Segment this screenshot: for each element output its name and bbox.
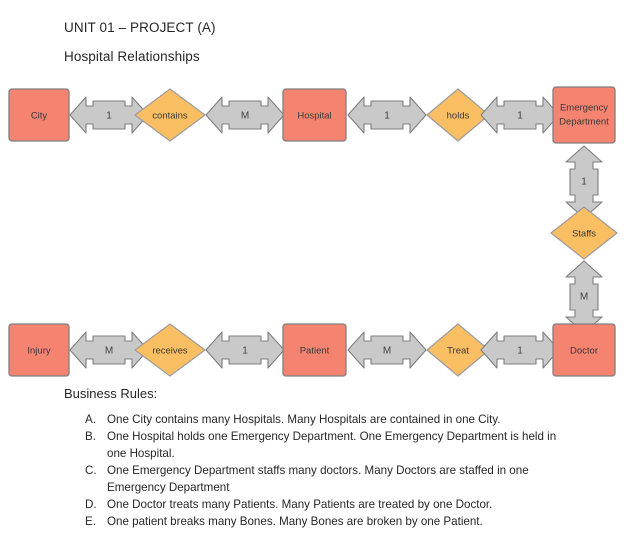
business-rule-text: One Emergency Department staffs many doc…: [107, 464, 529, 494]
entity-patient-label: Patient: [300, 346, 330, 357]
cardinality-receives-patient: 1: [242, 346, 248, 357]
business-rule-item: E. One patient breaks many Bones. Many B…: [85, 514, 565, 530]
entity-emergency-department[interactable]: Emergency Department: [552, 86, 616, 144]
connector-patient-treat: M: [347, 331, 427, 369]
business-rule-text: One Doctor treats many Patients. Many Pa…: [107, 498, 493, 512]
business-rule-marker: E.: [85, 515, 96, 529]
relationship-receives-label: receives: [152, 346, 188, 357]
entity-city-label: City: [31, 111, 48, 122]
relationship-staffs-label: Staffs: [572, 229, 596, 240]
connector-contains-hospital: M: [205, 96, 285, 134]
business-rule-item: B. One Hospital holds one Emergency Depa…: [85, 429, 565, 462]
connector-receives-patient: 1: [205, 331, 285, 369]
business-rule-text: One City contains many Hospitals. Many H…: [107, 413, 501, 426]
cardinality-treat-doctor: 1: [517, 346, 523, 357]
business-rule-item: C. One Emergency Department staffs many …: [85, 463, 565, 496]
business-rule-item: D. One Doctor treats many Patients. Many…: [85, 497, 565, 513]
cardinality-hospital-holds: 1: [384, 111, 390, 122]
entity-emergency-department-label-line2: Department: [559, 117, 609, 128]
relationship-treat[interactable]: Treat: [426, 323, 490, 377]
page-title: UNIT 01 – PROJECT (A): [64, 20, 216, 35]
cardinality-staffs-doctor: M: [580, 292, 588, 303]
relationship-contains[interactable]: contains: [134, 88, 206, 142]
connector-city-contains: 1: [69, 96, 149, 134]
cardinality-patient-treat: M: [383, 346, 391, 357]
cardinality-emergency-staffs: 1: [581, 177, 587, 188]
business-rule-marker: A.: [85, 413, 96, 426]
cardinality-injury-receives: M: [105, 346, 113, 357]
relationship-treat-label: Treat: [447, 346, 469, 357]
cardinality-city-contains: 1: [106, 111, 112, 122]
relationship-receives[interactable]: receives: [134, 323, 206, 377]
relationship-holds-label: holds: [447, 111, 470, 122]
business-rule-item: A. One City contains many Hospitals. Man…: [85, 412, 565, 428]
relationship-staffs[interactable]: Staffs: [550, 206, 618, 260]
business-rules-list: A. One City contains many Hospitals. Man…: [85, 412, 565, 532]
connector-injury-receives: M: [69, 331, 149, 369]
page-subtitle: Hospital Relationships: [64, 49, 200, 64]
cardinality-contains-hospital: M: [241, 111, 249, 122]
connector-staffs-doctor: M: [565, 260, 603, 334]
entity-hospital[interactable]: Hospital: [282, 88, 347, 142]
connector-holds-emergency: 1: [480, 96, 560, 134]
entity-hospital-label: Hospital: [297, 111, 331, 122]
entity-doctor-label: Doctor: [570, 346, 598, 357]
entity-doctor[interactable]: Doctor: [552, 323, 616, 377]
connector-emergency-staffs: 1: [565, 145, 603, 219]
business-rule-marker: B.: [85, 430, 96, 444]
relationship-holds[interactable]: holds: [426, 88, 490, 142]
business-rule-text: One Hospital holds one Emergency Departm…: [107, 430, 557, 460]
er-diagram: City 1 contains M Hospital 1: [8, 86, 618, 377]
entity-injury[interactable]: Injury: [8, 323, 70, 377]
entity-emergency-department-label: Emergency: [560, 103, 608, 114]
business-rule-text: One patient breaks many Bones. Many Bone…: [107, 515, 483, 529]
business-rule-marker: D.: [85, 498, 97, 512]
connector-treat-doctor: 1: [480, 331, 560, 369]
cardinality-holds-emergency: 1: [517, 111, 523, 122]
entity-injury-label: Injury: [27, 346, 50, 357]
business-rules-heading: Business Rules:: [64, 386, 158, 401]
connector-hospital-holds: 1: [347, 96, 427, 134]
entity-patient[interactable]: Patient: [282, 323, 347, 377]
entity-city[interactable]: City: [8, 88, 70, 142]
business-rule-marker: C.: [85, 464, 97, 478]
relationship-contains-label: contains: [152, 111, 188, 122]
